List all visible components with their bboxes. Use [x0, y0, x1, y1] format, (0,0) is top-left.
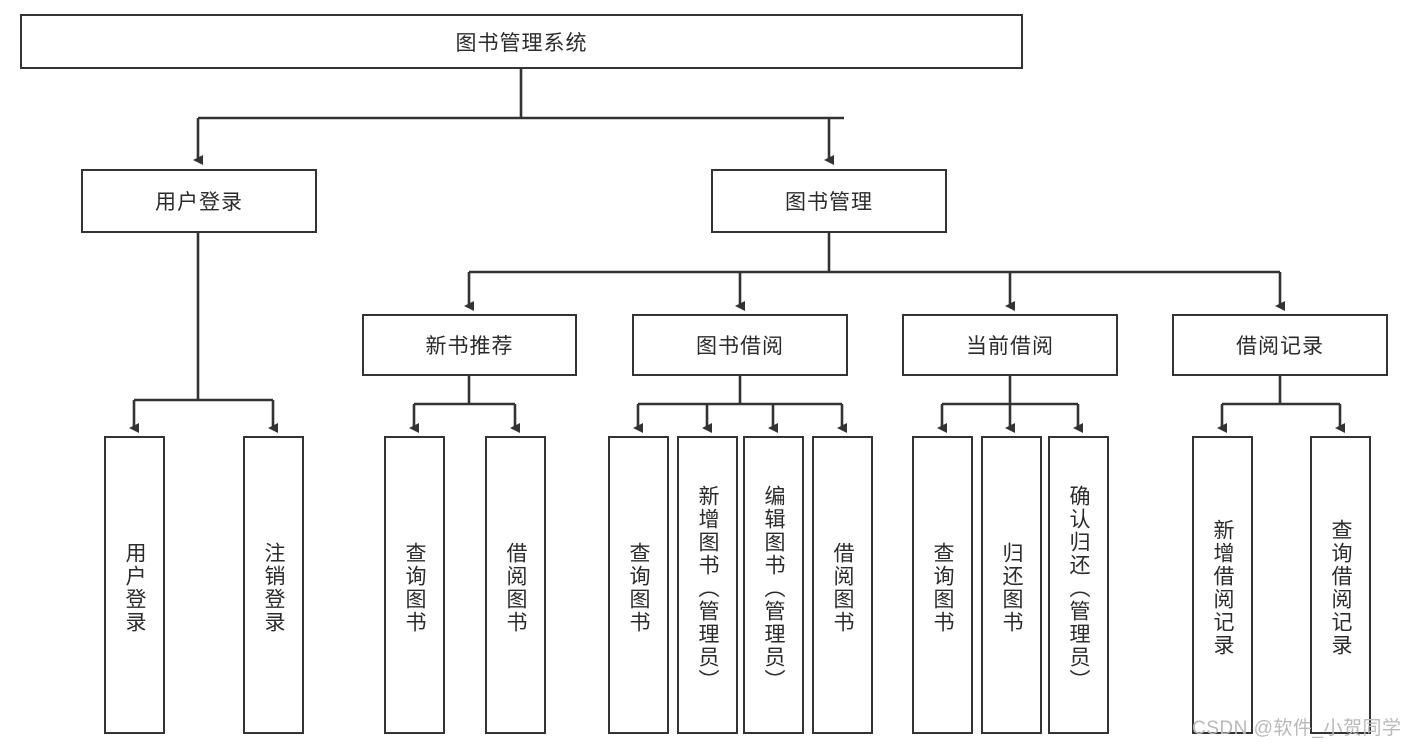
node-leaf-label: 确认归还（管理员）: [1067, 484, 1090, 692]
node-leaf-new-book-2[interactable]: 借阅图书: [485, 436, 546, 734]
node-book-management-label: 图书管理: [785, 191, 873, 214]
node-current-borrow[interactable]: 当前借阅: [902, 314, 1118, 376]
node-root[interactable]: 图书管理系统: [20, 14, 1023, 69]
node-root-label: 图书管理系统: [455, 31, 588, 55]
node-new-book-recommend-label: 新书推荐: [425, 335, 514, 358]
node-current-borrow-label: 当前借阅: [966, 335, 1054, 358]
watermark: CSDN @软件_小贺同学: [1192, 718, 1402, 739]
node-leaf-book-borrow-4[interactable]: 借阅图书: [812, 436, 873, 734]
node-leaf-label: 查询图书: [403, 542, 426, 634]
node-leaf-label: 注销登录: [262, 542, 285, 634]
node-borrow-records[interactable]: 借阅记录: [1172, 314, 1388, 376]
node-leaf-borrow-records-1[interactable]: 新增借阅记录: [1192, 436, 1253, 734]
node-leaf-borrow-records-2[interactable]: 查询借阅记录: [1310, 436, 1371, 734]
node-leaf-label: 借阅图书: [504, 542, 527, 634]
node-leaf-book-borrow-3[interactable]: 编辑图书（管理员）: [743, 436, 804, 734]
node-book-borrow[interactable]: 图书借阅: [632, 314, 848, 376]
node-book-borrow-label: 图书借阅: [696, 335, 784, 358]
node-leaf-label: 查询图书: [627, 542, 650, 634]
node-leaf-label: 用户登录: [123, 542, 146, 634]
node-new-book-recommend[interactable]: 新书推荐: [362, 314, 577, 376]
node-leaf-label: 借阅图书: [831, 542, 854, 634]
node-leaf-label: 归还图书: [1000, 542, 1023, 634]
node-leaf-user-login-2[interactable]: 注销登录: [243, 436, 304, 734]
node-leaf-current-borrow-2[interactable]: 归还图书: [981, 436, 1042, 734]
node-leaf-label: 查询图书: [931, 542, 954, 634]
node-leaf-label: 新增图书（管理员）: [696, 484, 719, 692]
node-leaf-label: 编辑图书（管理员）: [762, 484, 785, 692]
node-leaf-book-borrow-2[interactable]: 新增图书（管理员）: [677, 436, 738, 734]
node-leaf-current-borrow-1[interactable]: 查询图书: [912, 436, 973, 734]
node-leaf-label: 新增借阅记录: [1211, 519, 1234, 657]
node-user-login[interactable]: 用户登录: [81, 169, 317, 233]
node-leaf-new-book-1[interactable]: 查询图书: [384, 436, 445, 734]
node-user-login-label: 用户登录: [155, 191, 243, 214]
node-leaf-book-borrow-1[interactable]: 查询图书: [608, 436, 669, 734]
node-borrow-records-label: 借阅记录: [1236, 335, 1324, 358]
node-leaf-current-borrow-3[interactable]: 确认归还（管理员）: [1048, 436, 1109, 734]
node-leaf-user-login-1[interactable]: 用户登录: [104, 436, 165, 734]
node-leaf-label: 查询借阅记录: [1329, 519, 1352, 657]
node-book-management[interactable]: 图书管理: [711, 169, 947, 233]
